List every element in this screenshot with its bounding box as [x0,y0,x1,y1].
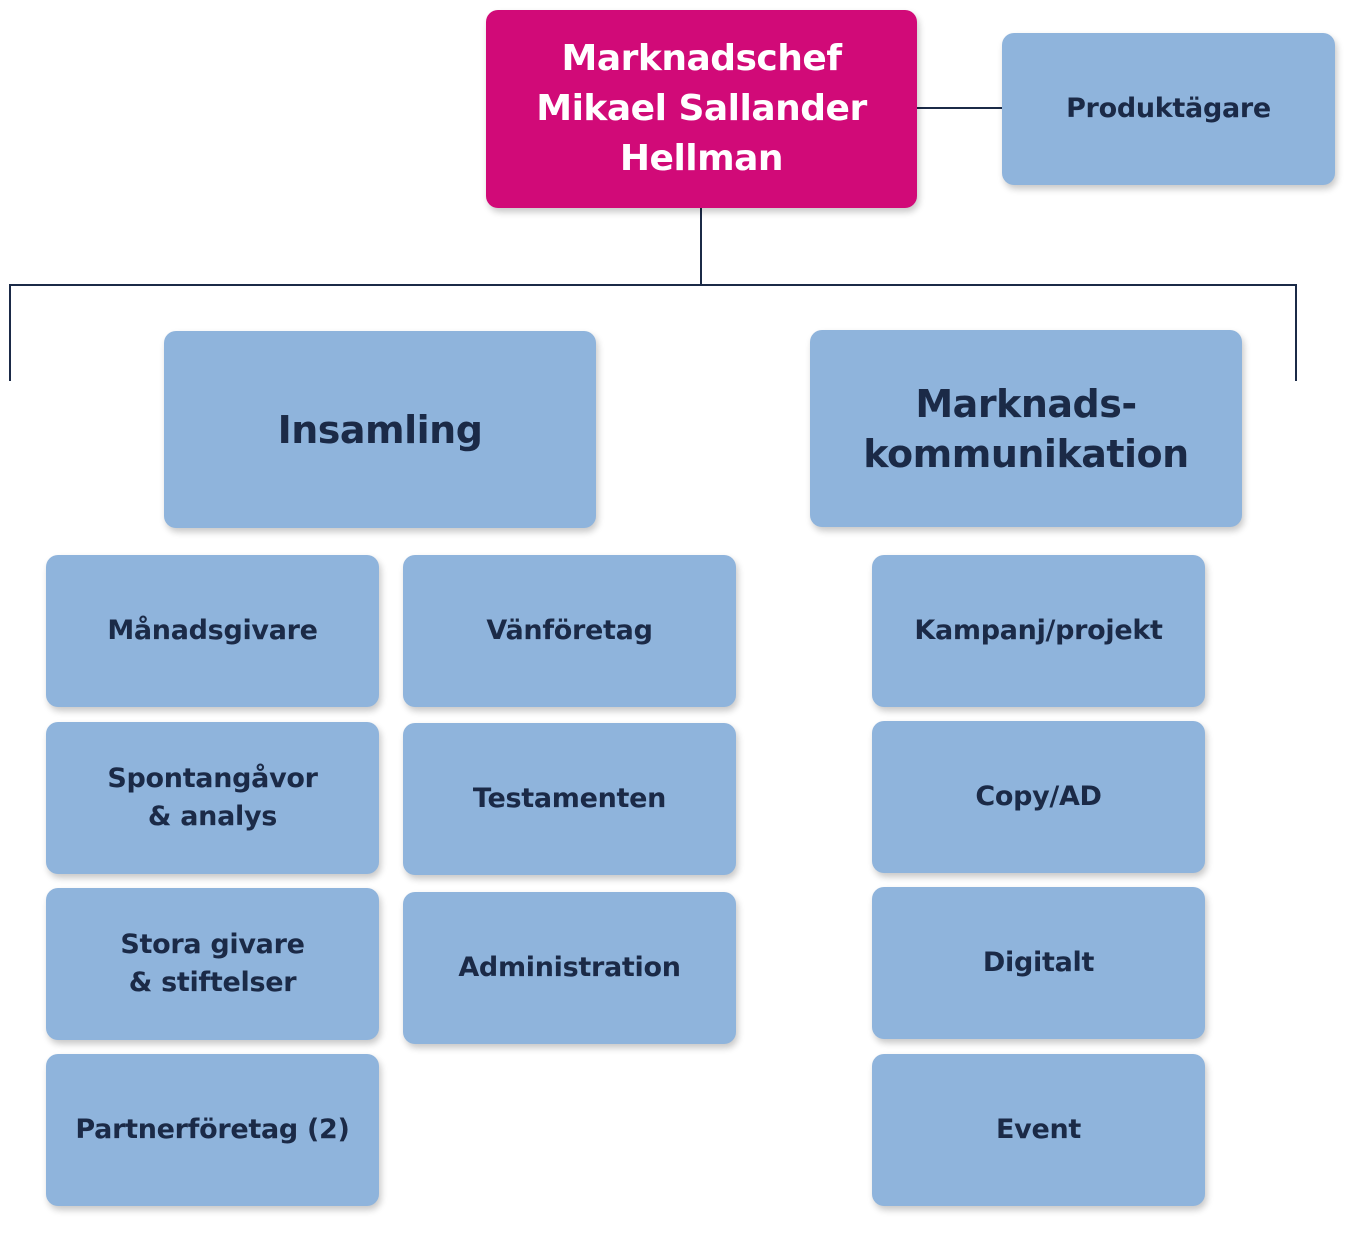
unit-box[interactable]: Kampanj/projekt [872,555,1205,707]
unit-label: Partnerföretag (2) [75,1114,350,1145]
unit-label: Digitalt [982,947,1095,978]
unit-label: Kampanj/projekt [914,615,1163,646]
product-owner-box[interactable]: Produktägare [1002,33,1335,185]
unit-label: Copy/AD [975,781,1102,812]
unit-box[interactable]: Spontangåvor & analys [46,722,379,874]
department-marketing-communication-box[interactable]: Marknads- kommunikation [810,330,1242,527]
unit-label: Testamenten [472,783,667,814]
head-of-marketing-box[interactable]: Marknadschef Mikael Sallander Hellman [486,10,917,208]
horizontal-bracket [9,284,1297,381]
unit-box[interactable]: Event [872,1054,1205,1206]
unit-box[interactable]: Digitalt [872,887,1205,1039]
unit-box[interactable]: Testamenten [403,723,736,875]
unit-label: Administration [458,952,681,983]
unit-box[interactable]: Copy/AD [872,721,1205,873]
unit-box[interactable]: Månadsgivare [46,555,379,707]
department-fundraising-label: Insamling [277,407,483,452]
unit-label: Stora givare & stiftelser [120,929,305,998]
unit-label: Spontangåvor & analys [107,763,318,832]
unit-box[interactable]: Partnerföretag (2) [46,1054,379,1206]
department-marketing-communication-label: Marknads- kommunikation [863,381,1189,476]
unit-label: Månadsgivare [107,615,318,646]
unit-box[interactable]: Administration [403,892,736,1044]
unit-box[interactable]: Stora givare & stiftelser [46,888,379,1040]
unit-label: Event [996,1114,1081,1145]
unit-label: Vänföretag [486,615,653,646]
unit-box[interactable]: Vänföretag [403,555,736,707]
product-owner-label: Produktägare [1066,93,1271,124]
department-fundraising-box[interactable]: Insamling [164,331,596,528]
head-of-marketing-label: Marknadschef Mikael Sallander Hellman [536,38,867,179]
